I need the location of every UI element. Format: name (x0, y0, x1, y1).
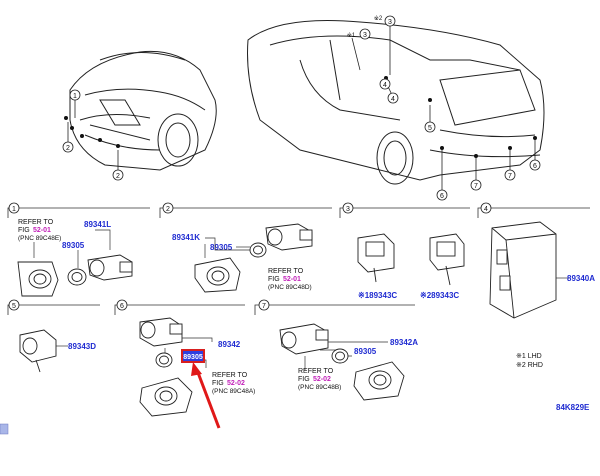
section-2-sensor-drawing (265, 223, 313, 251)
section-2-bezel-drawing (194, 257, 241, 293)
rear-callout-lhd-mark: ※1 (347, 32, 356, 39)
section-3-switch-lhd-drawing (357, 233, 395, 283)
section-7-part-89305: 89305 (354, 347, 377, 356)
section-1-fig-ref: 52-01 (33, 227, 51, 234)
section-6-refer-label: REFER TO (212, 372, 248, 379)
section-6-fig-ref: 52-02 (227, 380, 245, 387)
front-callout-2b: 2 (116, 173, 120, 180)
rear-callout-7b: 7 (508, 173, 512, 180)
section-6-highlight-part: 89305 (183, 354, 203, 361)
diagram-code: 84K829E (556, 403, 590, 412)
section-3-switch-rhd-drawing (429, 233, 465, 286)
section-number-circles (8, 202, 492, 311)
section-1-sensor-drawing (87, 254, 133, 281)
section-2-number: 2 (166, 206, 170, 213)
section-1-refer-label: REFER TO (18, 219, 54, 226)
rear-callout-5: 5 (428, 125, 432, 132)
section-7-part-89342a: 89342A (390, 338, 418, 347)
section-1-fig-prefix: FIG (18, 227, 30, 234)
section-7-ring-drawing (331, 348, 349, 364)
section-6-fig-prefix: FIG (212, 380, 224, 387)
section-1-ring-drawing (67, 268, 87, 286)
section-7-bezel-drawing (353, 361, 405, 401)
rear-callout-4a: 4 (383, 82, 387, 89)
section-6-part-89342: 89342 (218, 340, 241, 349)
section-6-sensor-drawing (139, 317, 183, 347)
section-3-part-rhd: ※289343C (420, 291, 459, 300)
section-6-pnc: (PNC 89C48A) (212, 388, 255, 395)
section-4-ecu-drawing (489, 221, 557, 319)
section-5-sensor-drawing (19, 329, 57, 373)
legend-lhd: ※1 LHD (516, 353, 542, 360)
section-2-ring-drawing (249, 242, 267, 258)
section-2-part-89341k: 89341K (172, 233, 200, 242)
section-7-fig-prefix: FIG (298, 376, 310, 383)
rear-callout-3a: 3 (388, 19, 392, 26)
section-6-number: 6 (120, 303, 124, 310)
rear-sensor-dots (384, 76, 537, 158)
front-callout-1: 1 (73, 93, 77, 100)
section-5-number: 5 (12, 303, 16, 310)
section-3-number: 3 (346, 206, 350, 213)
front-marker-lines (67, 100, 119, 170)
section-6-ring-drawing (155, 352, 173, 368)
section-7-fig-ref: 52-02 (313, 376, 331, 383)
rear-callout-7a: 7 (474, 183, 478, 190)
rear-vehicle-illustration (247, 20, 545, 185)
section-7-pnc: (PNC 89C48B) (298, 384, 341, 391)
front-vehicle-illustration (69, 50, 217, 171)
section-2-fig-ref: 52-01 (283, 276, 301, 283)
section-1-number: 1 (12, 206, 16, 213)
section-1-leaders (33, 229, 111, 268)
section-2-refer-label: REFER TO (268, 268, 304, 275)
section-2-leaders (204, 237, 260, 258)
section-1-part-89341l: 89341L (84, 220, 111, 229)
section-1-pnc: (PNC 89C48E) (18, 235, 61, 242)
rear-callout-6b: 6 (533, 163, 537, 170)
section-5-part-89343d: 89343D (68, 342, 96, 351)
section-7-number: 7 (262, 303, 266, 310)
rear-callouts (359, 15, 541, 201)
legend-rhd: ※2 RHD (516, 362, 543, 369)
front-callout-2a: 2 (66, 145, 70, 152)
corner-square (0, 423, 9, 435)
section-2-pnc: (PNC 89C48D) (268, 284, 312, 291)
section-3-part-lhd: ※189343C (358, 291, 397, 300)
section-4-part-89340a: 89340A (567, 274, 595, 283)
front-callouts (62, 89, 124, 181)
front-sensor-dots (64, 116, 120, 148)
section-frames (7, 207, 590, 315)
section-4-number: 4 (484, 206, 488, 213)
section-1-bezel-drawing (17, 261, 59, 297)
rear-callout-6a: 6 (440, 193, 444, 200)
section-2-fig-prefix: FIG (268, 276, 280, 283)
section-7-refer-label: REFER TO (298, 368, 334, 375)
rear-callout-4b: 4 (391, 96, 395, 103)
section-7-sensor-drawing (279, 323, 329, 355)
rear-marker-lines (351, 26, 536, 190)
red-arrow (191, 362, 221, 429)
rear-callout-rhd-mark: ※2 (374, 15, 383, 22)
section-2-part-89305: 89305 (210, 243, 233, 252)
section-1-part-89305: 89305 (62, 241, 85, 250)
rear-callout-3b: 3 (363, 32, 367, 39)
section-6-bezel-drawing (139, 377, 193, 417)
